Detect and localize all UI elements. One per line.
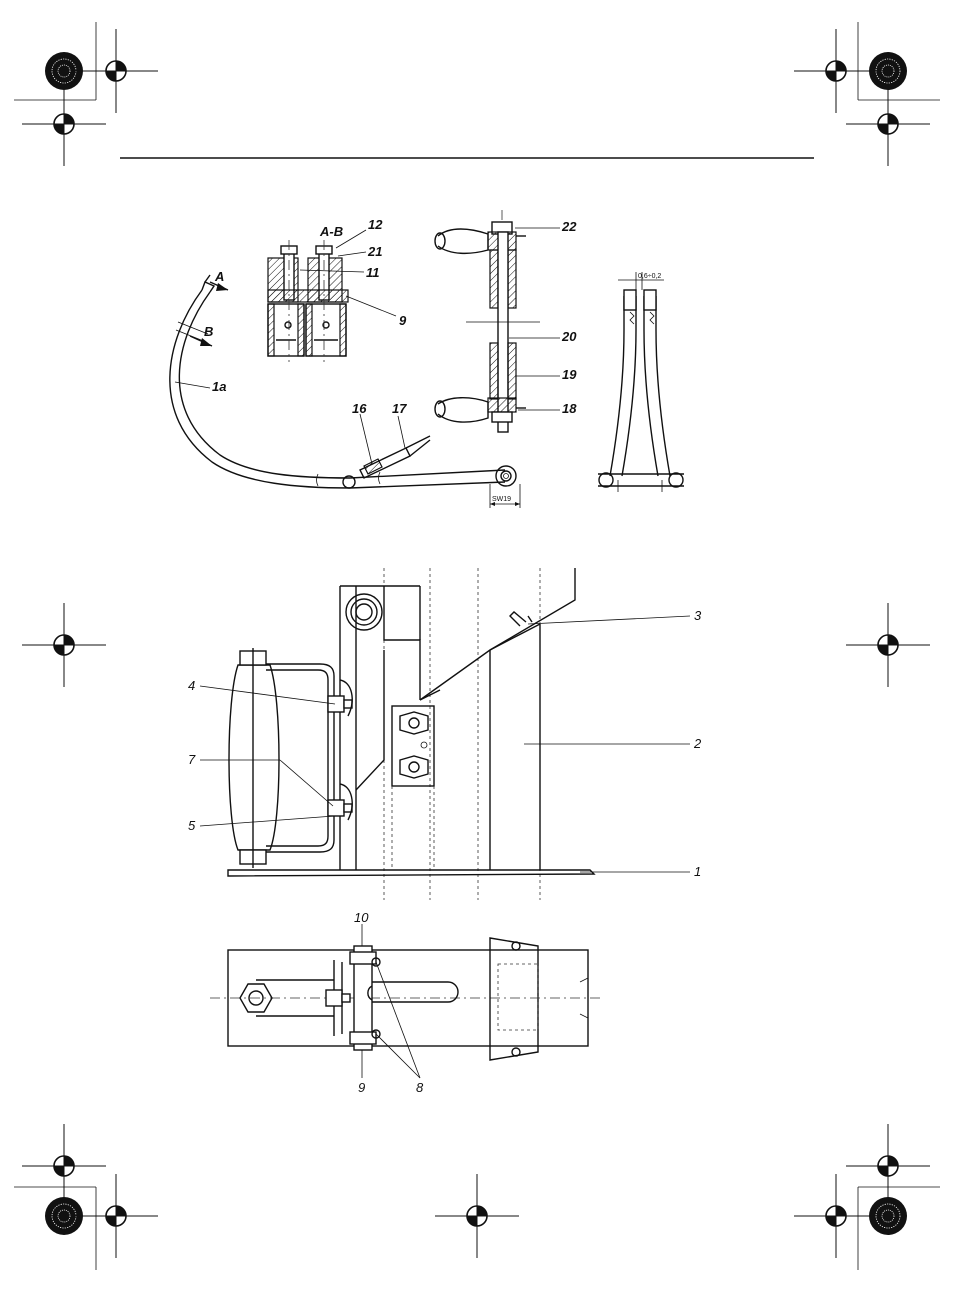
crosshair-mark [22,1124,106,1208]
printer-marks [14,22,940,1270]
callout-9: 9 [399,313,407,328]
crosshair-mark [22,82,106,166]
callout-17: 17 [392,401,407,416]
top-figure: A B [170,210,684,508]
crosshair-mark [22,603,106,687]
callout-20: 20 [561,329,577,344]
callout-9-plan: 9 [358,1080,365,1095]
callout-11: 11 [366,265,380,280]
callout-3: 3 [694,608,702,623]
bottom-plan-view [210,924,600,1078]
callout-12: 12 [368,217,383,232]
callout-19: 19 [562,367,577,382]
callout-5: 5 [188,818,196,833]
crosshair-mark [846,82,930,166]
section-ab-detail [268,240,348,362]
callout-16: 16 [352,401,367,416]
callout-8: 8 [416,1080,424,1095]
callout-2: 2 [693,736,702,751]
callout-21: 21 [367,244,382,259]
callout-22: 22 [561,219,577,234]
section-title: A-B [319,224,343,239]
wrench-size-label: SW19 [492,496,511,503]
gap-dimension-label: 0,6÷0,2 [638,273,661,280]
bottom-side-view [200,568,690,900]
section-arrow-b: B [190,324,213,346]
crosshair-mark [846,603,930,687]
crosshair-mark [435,1174,519,1258]
callout-10: 10 [354,910,369,925]
rod-assembly [435,210,540,432]
electrode-elevation [598,272,684,492]
callout-1: 1 [694,864,701,879]
callout-1a: 1a [212,379,226,394]
callout-4: 4 [188,678,195,693]
callout-18: 18 [562,401,577,416]
section-mark-a: A [214,269,224,284]
callout-7: 7 [188,752,196,767]
crosshair-mark [846,1124,930,1208]
section-mark-b: B [204,324,213,339]
starburst-mark-bottom-right [869,1197,907,1235]
